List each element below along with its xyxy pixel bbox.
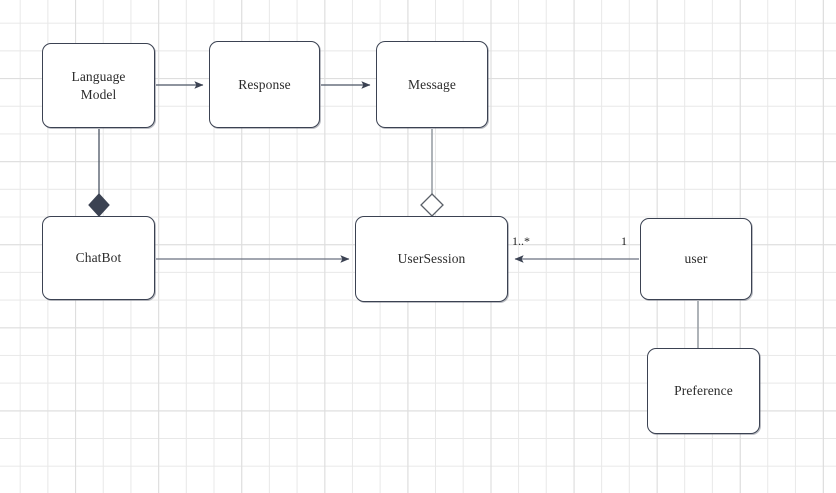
node-label: Language Model	[71, 68, 126, 102]
multiplicity-label-usersession: 1..*	[512, 234, 530, 248]
node-chatbot[interactable]: ChatBot	[42, 216, 155, 300]
node-user[interactable]: user	[640, 218, 752, 300]
node-label: Response	[238, 76, 291, 92]
node-label: ChatBot	[75, 250, 122, 266]
filled-diamond-marker	[88, 193, 110, 217]
node-label: UserSession	[397, 251, 466, 267]
edge-message-to-usersession[interactable]	[420, 129, 444, 217]
node-message[interactable]: Message	[376, 41, 488, 128]
node-label: Message	[408, 76, 456, 92]
node-language-model[interactable]: Language Model	[42, 43, 155, 128]
node-usersession[interactable]: UserSession	[355, 216, 508, 302]
node-label: Preference	[674, 383, 733, 399]
node-response[interactable]: Response	[209, 41, 320, 128]
edge-language-model-to-chatbot[interactable]	[88, 129, 110, 217]
multiplicity-label-user: 1	[621, 234, 627, 248]
node-label: user	[684, 251, 708, 267]
node-preference[interactable]: Preference	[647, 348, 760, 434]
hollow-diamond-marker	[420, 193, 444, 217]
